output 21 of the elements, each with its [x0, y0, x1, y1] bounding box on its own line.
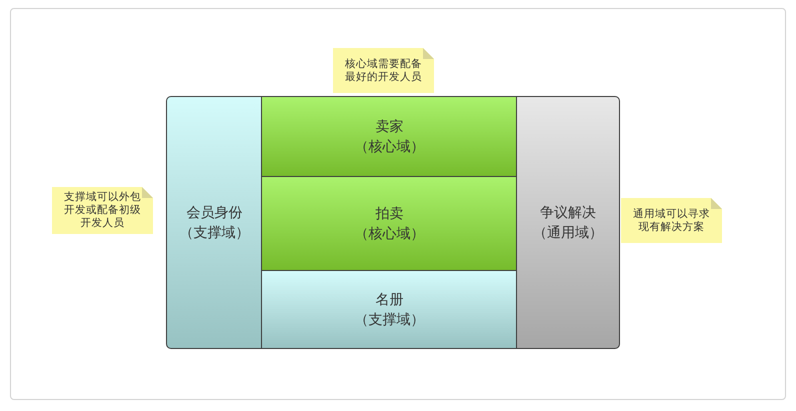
note-text: 通用域可以寻求现有解决方案 — [632, 208, 711, 234]
note-text: 核心域需要配备最好的开发人员 — [344, 58, 423, 84]
sticky-note — [333, 48, 434, 93]
domain-name: 卖家 — [376, 118, 404, 137]
domain-name: 争议解决 — [540, 204, 596, 222]
domain-box — [516, 96, 620, 349]
domain-type: （核心域） — [354, 225, 424, 244]
domain-box — [261, 96, 518, 178]
domain-box — [166, 96, 263, 349]
sticky-note — [621, 198, 722, 243]
domain-box — [261, 270, 518, 349]
domain-type: （通用域） — [533, 224, 603, 242]
domain-type: （支撑域） — [354, 310, 424, 330]
domain-box — [261, 176, 518, 272]
domain-name: 拍卖 — [376, 205, 404, 224]
sticky-note — [52, 187, 153, 234]
domain-type: （支撑域） — [180, 224, 250, 242]
note-text: 支撑域可以外包开发或配备初级开发人员 — [62, 191, 142, 230]
domain-type: （核心域） — [354, 138, 424, 157]
domain-name: 名册 — [376, 290, 404, 310]
domain-name: 会员身份 — [186, 204, 242, 222]
